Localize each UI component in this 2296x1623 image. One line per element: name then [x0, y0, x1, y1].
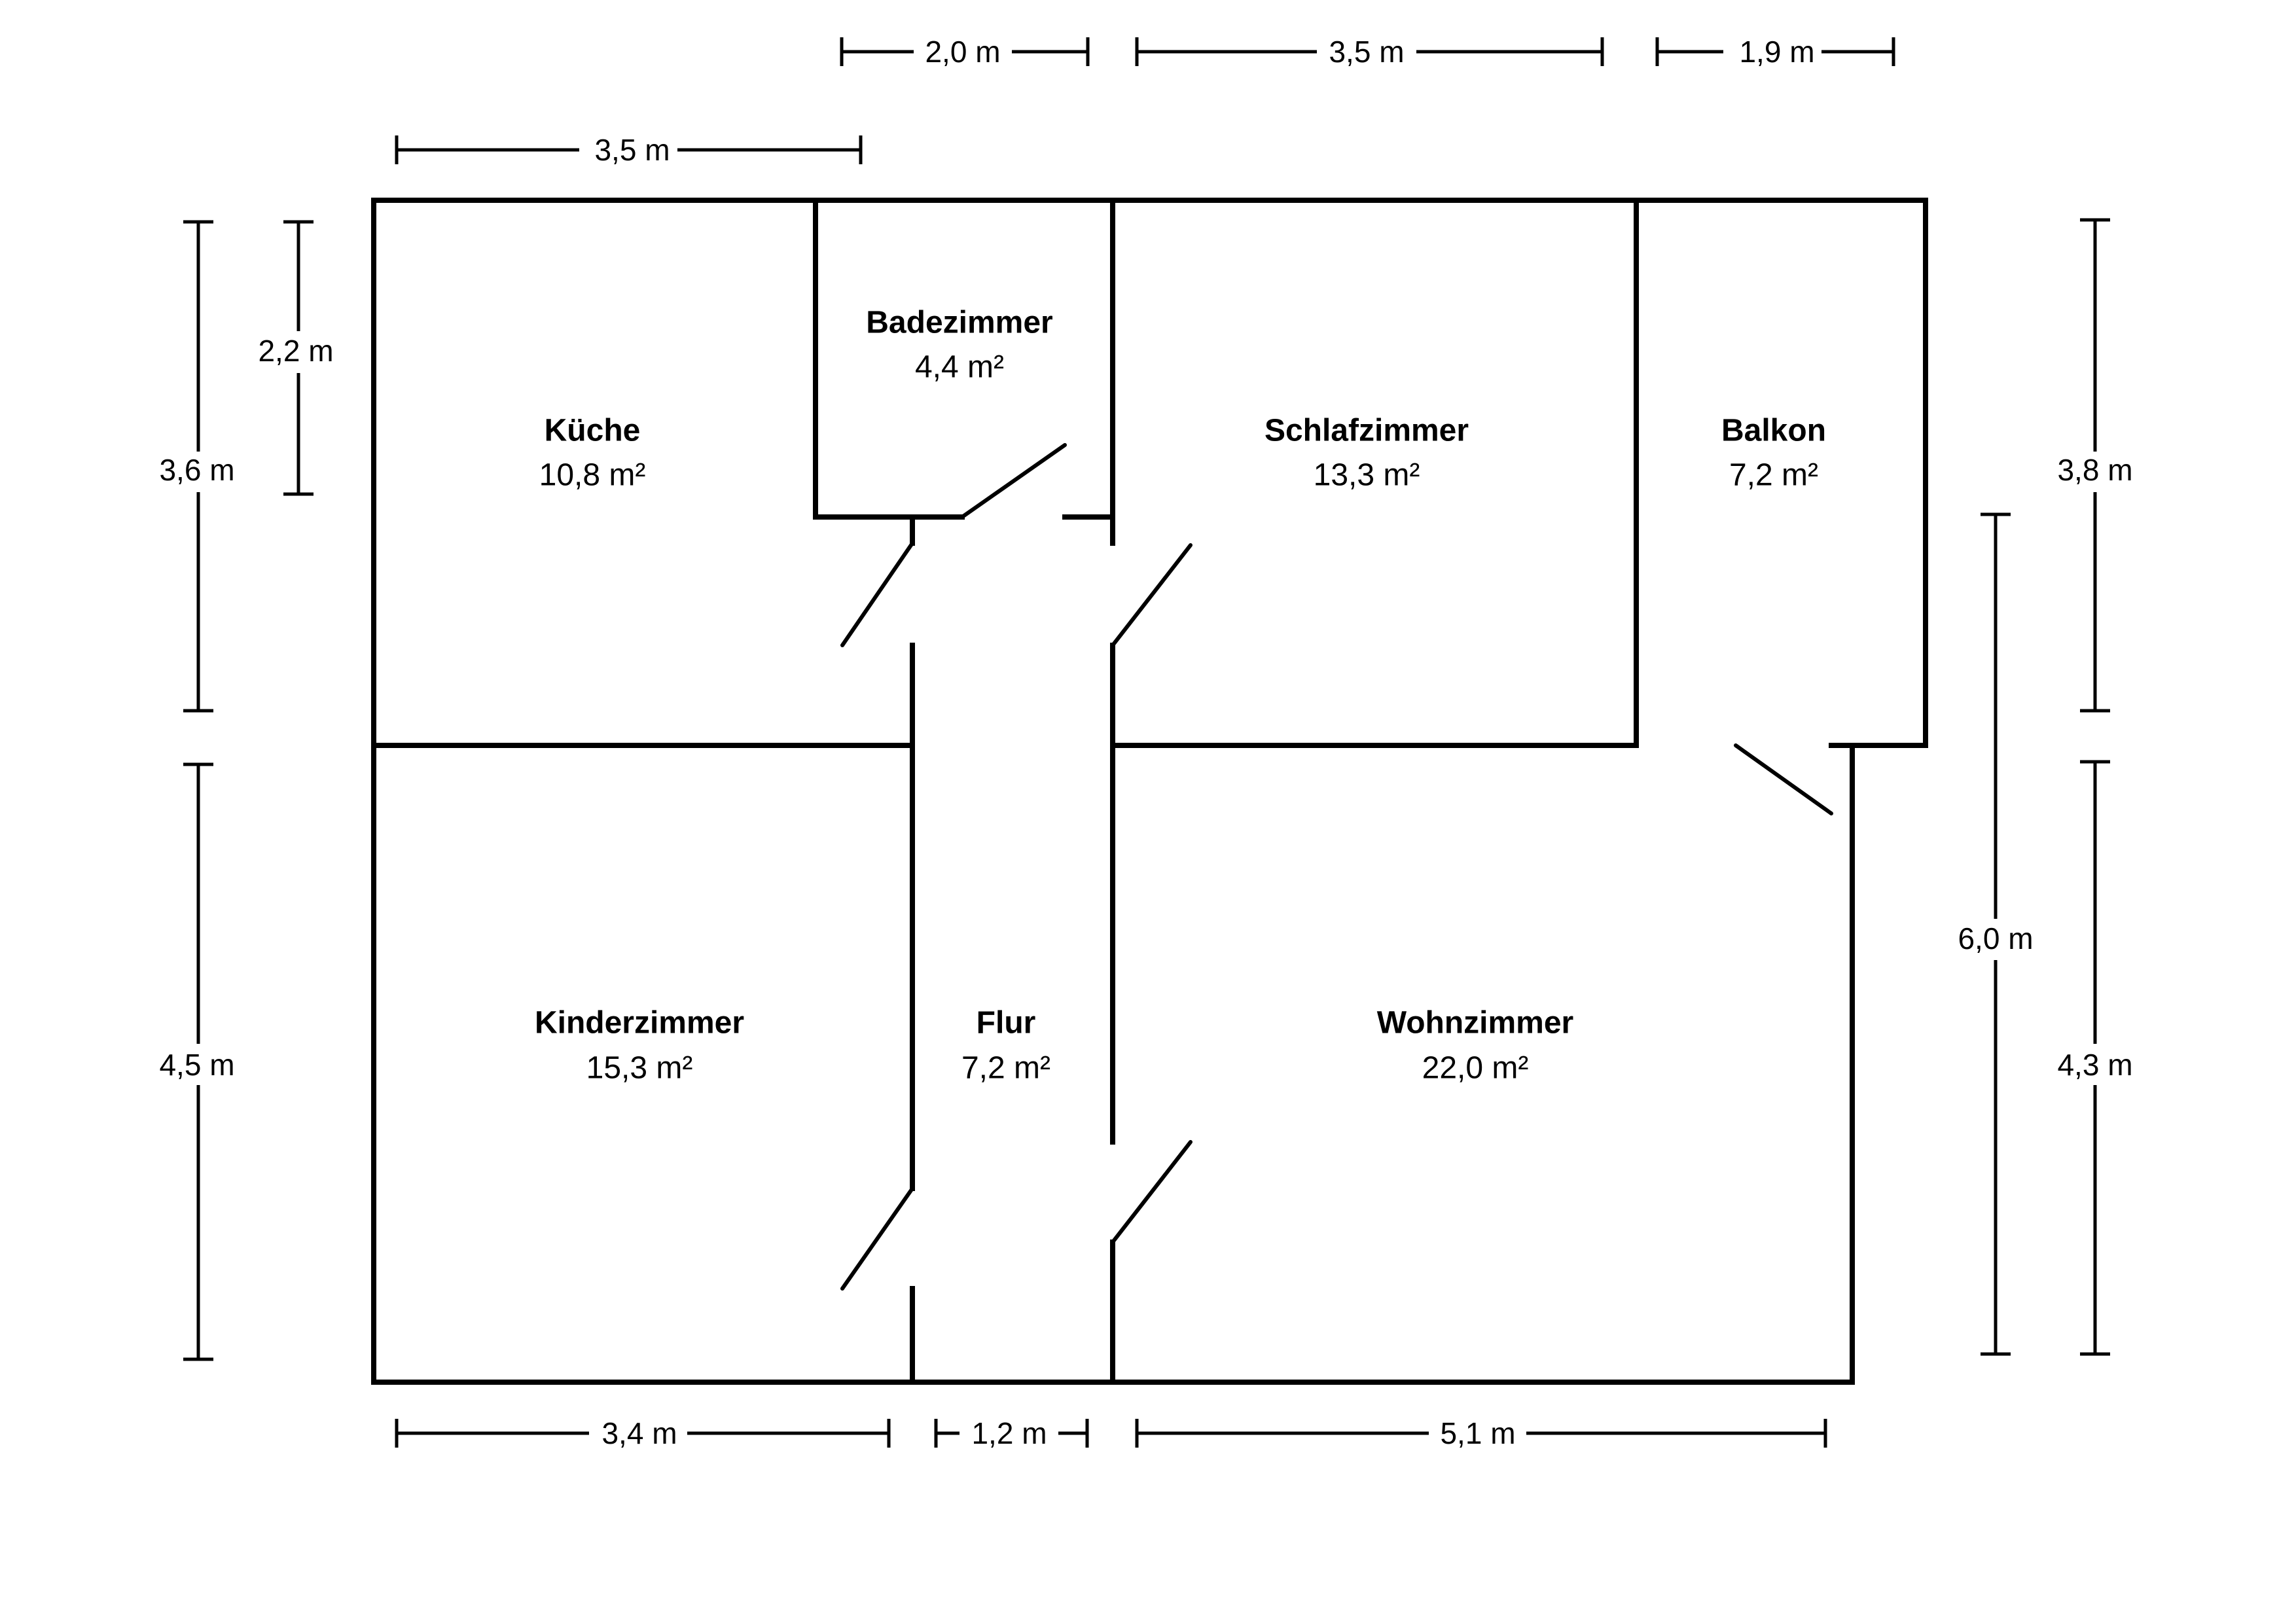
room-balkon: Balkon 7,2 m²: [1721, 414, 1826, 493]
dim-label-right-wohn: 4,3 m: [2057, 1048, 2132, 1082]
room-area-kueche: 10,8 m²: [539, 458, 646, 493]
door-kueche: [840, 541, 914, 647]
room-kueche: Küche 10,8 m²: [539, 414, 646, 493]
dim-top-kueche: 3,5 m: [395, 133, 863, 167]
dim-label-right-wohn-total: 6,0 m: [1958, 921, 2033, 955]
room-name-wohnzimmer: Wohnzimmer: [1377, 1006, 1573, 1041]
dim-right-balkon: 3,8 m: [2057, 218, 2133, 713]
dim-label-top-kueche: 3,5 m: [594, 133, 670, 167]
walls: [371, 198, 1928, 1385]
room-name-flur: Flur: [977, 1006, 1036, 1041]
doors: [840, 443, 1833, 1291]
room-badezimmer: Badezimmer 4,4 m²: [866, 306, 1052, 385]
dimension-lines: 2,0 m 3,5 m 1,9 m 3,5 m: [159, 35, 2132, 1450]
room-schlafzimmer: Schlafzimmer 13,3 m²: [1265, 414, 1469, 493]
dim-top-balkon: 1,9 m: [1655, 35, 1895, 69]
dim-left-kueche-inner: 2,2 m: [258, 220, 334, 496]
dim-label-bottom-kinder: 3,4 m: [601, 1416, 677, 1450]
dim-label-left-kinder: 4,5 m: [159, 1048, 234, 1082]
dim-right-wohn: 4,3 m: [2057, 760, 2133, 1356]
door-schlaf: [1111, 543, 1193, 647]
room-flur: Flur 7,2 m²: [961, 1006, 1050, 1086]
door-wohn: [1111, 1140, 1193, 1244]
room-area-badezimmer: 4,4 m²: [915, 350, 1004, 385]
dim-right-wohn-total: 6,0 m: [1958, 512, 2034, 1356]
room-name-kinderzimmer: Kinderzimmer: [535, 1006, 744, 1041]
outer-wall: [371, 198, 1928, 1385]
dim-label-left-kueche-inner: 2,2 m: [258, 334, 333, 368]
dim-label-left-kueche-total: 3,6 m: [159, 453, 234, 487]
dim-bottom-wohn: 5,1 m: [1135, 1416, 1827, 1450]
room-name-schlafzimmer: Schlafzimmer: [1265, 414, 1469, 448]
dim-bottom-flur: 1,2 m: [934, 1416, 1089, 1450]
dim-bottom-kinder: 3,4 m: [395, 1416, 891, 1450]
room-area-flur: 7,2 m²: [961, 1051, 1050, 1086]
room-area-balkon: 7,2 m²: [1729, 458, 1818, 493]
room-name-badezimmer: Badezimmer: [866, 306, 1052, 340]
room-name-balkon: Balkon: [1721, 414, 1826, 448]
dim-left-kueche-total: 3,6 m: [159, 220, 235, 713]
door-bad: [960, 443, 1067, 519]
dim-label-top-bad: 2,0 m: [925, 35, 1000, 69]
dim-label-right-balkon: 3,8 m: [2057, 453, 2132, 487]
dim-label-top-schlaf: 3,5 m: [1329, 35, 1404, 69]
dim-top-bad: 2,0 m: [840, 35, 1090, 69]
dim-left-kinder: 4,5 m: [159, 762, 235, 1361]
dim-label-bottom-flur: 1,2 m: [971, 1416, 1047, 1450]
door-balkon: [1734, 743, 1833, 815]
dim-top-schlaf: 3,5 m: [1135, 35, 1604, 69]
room-area-kinderzimmer: 15,3 m²: [586, 1051, 693, 1086]
room-area-schlafzimmer: 13,3 m²: [1314, 458, 1420, 493]
room-labels: Küche 10,8 m² Badezimmer 4,4 m² Schlafzi…: [535, 306, 1826, 1086]
door-kinder: [840, 1186, 914, 1291]
room-wohnzimmer: Wohnzimmer 22,0 m²: [1377, 1006, 1573, 1086]
room-kinderzimmer: Kinderzimmer 15,3 m²: [535, 1006, 744, 1086]
dim-label-bottom-wohn: 5,1 m: [1440, 1416, 1515, 1450]
room-area-wohnzimmer: 22,0 m²: [1422, 1051, 1529, 1086]
dim-label-top-balkon: 1,9 m: [1739, 35, 1814, 69]
room-name-kueche: Küche: [545, 414, 641, 448]
